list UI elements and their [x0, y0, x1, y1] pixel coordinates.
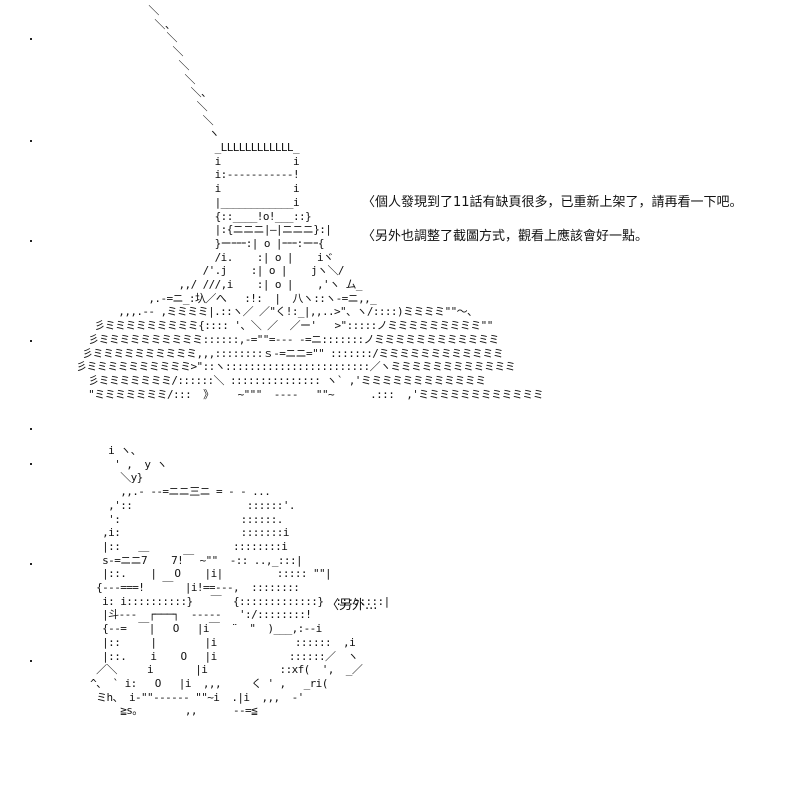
armored-figure-ascii-art: ＼ ＼、 ＼ ＼ ＼ ＼ ＼、 ＼: [76, 4, 544, 401]
margin-dot: [30, 463, 32, 465]
speech-line-missing-pages: 〈個人發現到了11話有缺頁很多，已重新上架了，請再看一下吧。: [362, 195, 743, 210]
margin-dot: [30, 340, 32, 342]
margin-dot: [30, 563, 32, 565]
margin-dot: [30, 660, 32, 662]
margin-dot: [30, 428, 32, 430]
margin-dot: [30, 140, 32, 142]
speech-line-also: 〈另外...: [326, 598, 378, 613]
margin-dot: [30, 240, 32, 242]
speech-line-screenshot-adjust: 〈另外也調整了截圖方式，觀看上應該會好一點。: [362, 229, 649, 244]
robot-figure-ascii-art: i ヽ、 ' , y ヽ ＼y} ,,.- --=ニニ三ニ = - - ... …: [90, 444, 390, 718]
margin-dot: [30, 38, 32, 40]
